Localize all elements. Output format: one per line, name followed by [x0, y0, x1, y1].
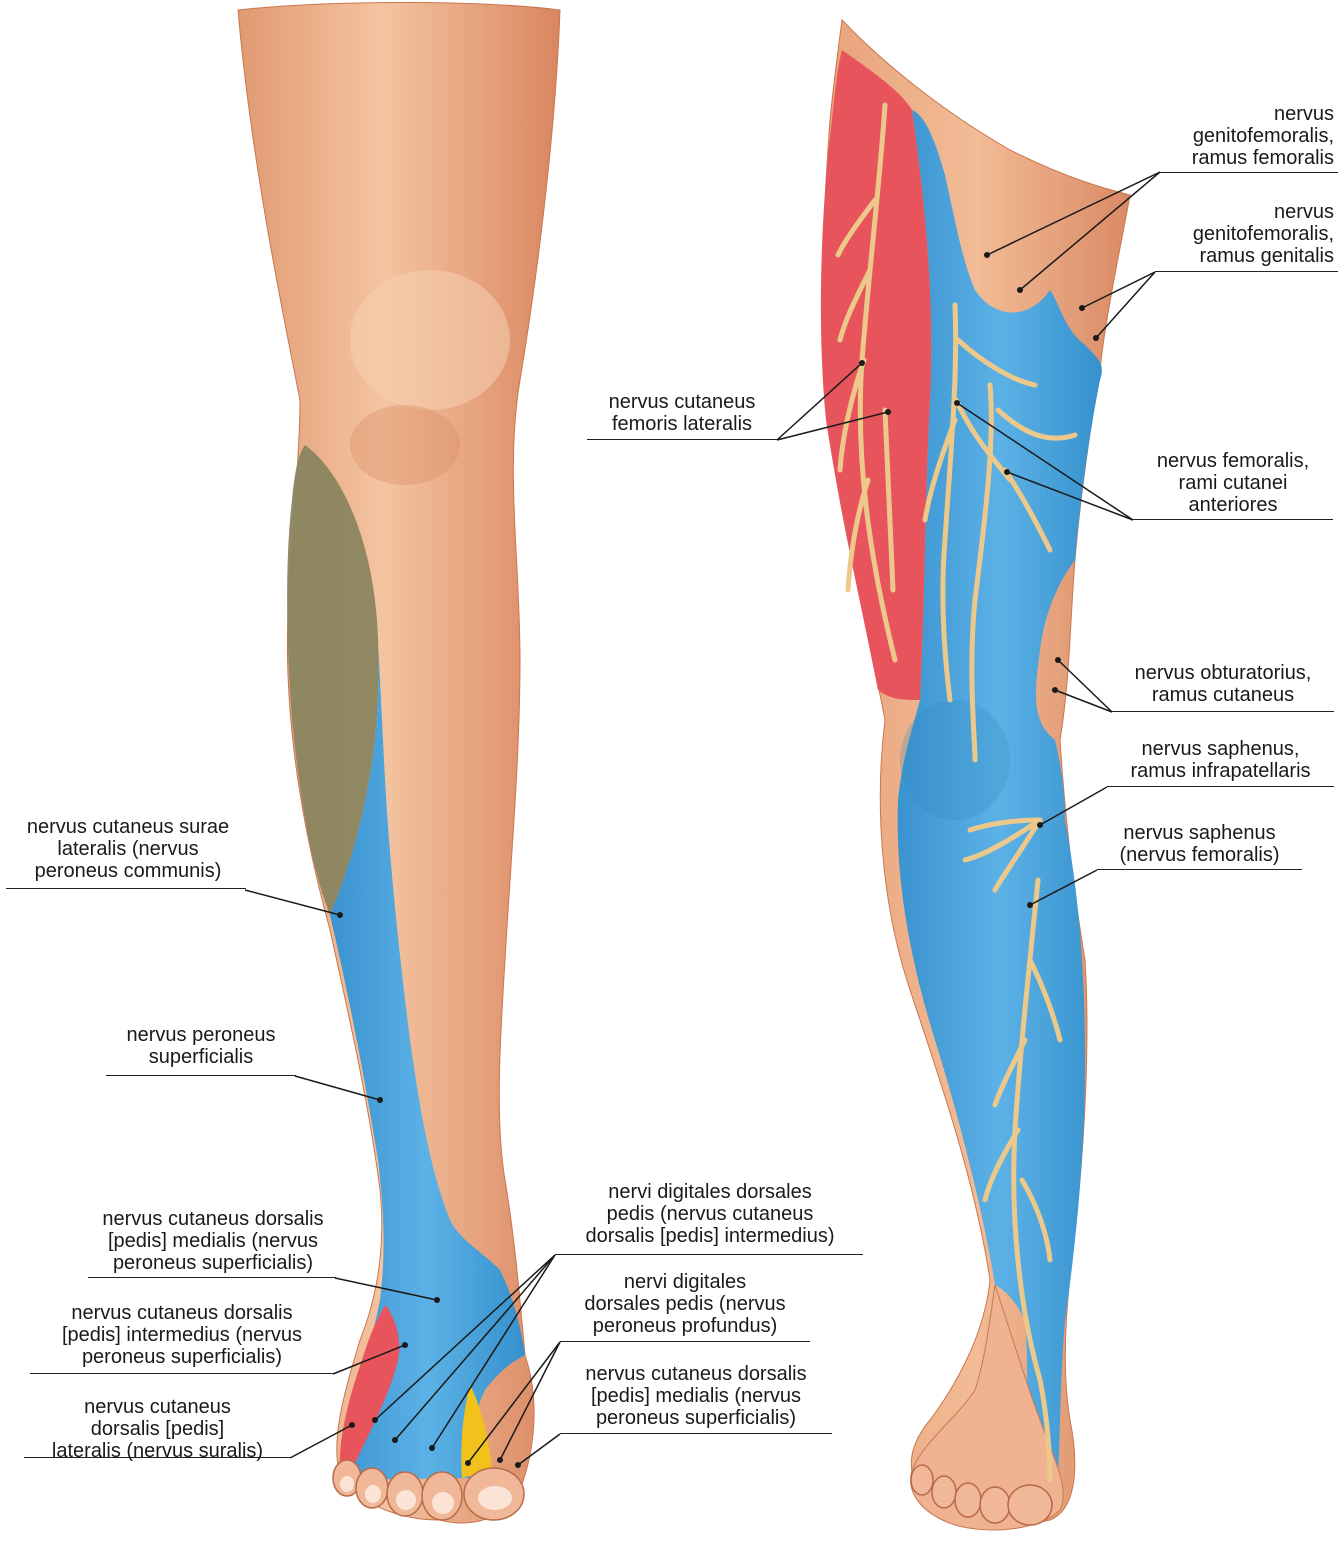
label-cutaneus-dorsalis-medialis-right: nervus cutaneus dorsalis [pedis] mediali… — [560, 1363, 832, 1429]
label-saphenus-infrapatellaris: nervus saphenus, ramus infrapatellaris — [1107, 738, 1334, 782]
label-digitales-profundus: nervi digitales dorsales pedis (nervus p… — [560, 1271, 810, 1337]
underline-cut-dors-med-left — [88, 1277, 336, 1278]
underline-peroneus-superf — [106, 1075, 296, 1076]
label-digitales-intermedius: nervi digitales dorsales pedis (nervus c… — [555, 1181, 865, 1247]
underline-cut-surae-lat — [6, 888, 246, 889]
label-cutaneus-dorsalis-lateralis: nervus cutaneus dorsalis [pedis] lateral… — [24, 1396, 291, 1462]
label-cutaneus-dorsalis-intermedius: nervus cutaneus dorsalis [pedis] interme… — [30, 1302, 334, 1368]
label-saphenus-femoralis: nervus saphenus (nervus femoralis) — [1097, 822, 1302, 866]
label-femoralis-rami-cutanei: nervus femoralis, rami cutanei anteriore… — [1133, 450, 1333, 516]
right-knee-shade — [900, 700, 1010, 820]
underline-saphenus-infra — [1107, 786, 1334, 787]
label-obturatorius-cutaneus: nervus obturatorius, ramus cutaneus — [1112, 662, 1334, 706]
label-cutaneus-surae-lateralis: nervus cutaneus surae lateralis (nervus … — [8, 816, 248, 882]
left-knee-highlight — [350, 270, 510, 410]
underline-femoralis-rami — [1133, 519, 1333, 520]
underline-genito-fem — [1160, 172, 1338, 173]
underline-genito-gen — [1155, 271, 1338, 272]
underline-cut-fem-lat — [587, 439, 777, 440]
underline-saphenus-fem — [1097, 869, 1302, 870]
underline-obturatorius — [1112, 711, 1334, 712]
label-peroneus-superficialis: nervus peroneus superficialis — [106, 1024, 296, 1068]
underline-digitales-interm — [555, 1254, 863, 1255]
label-genitofemoralis-femoralis: nervus genitofemoralis, ramus femoralis — [1150, 103, 1334, 169]
underline-cut-dors-interm — [30, 1373, 334, 1374]
underline-digitales-prof — [560, 1341, 810, 1342]
label-cutaneus-femoris-lateralis: nervus cutaneus femoris lateralis — [587, 391, 777, 435]
label-cutaneus-dorsalis-medialis-left: nervus cutaneus dorsalis [pedis] mediali… — [88, 1208, 338, 1274]
label-genitofemoralis-genitalis: nervus genitofemoralis, ramus genitalis — [1150, 201, 1334, 267]
right-leg — [821, 20, 1130, 1530]
underline-cut-dors-med-right — [560, 1433, 832, 1434]
zone-cutaneus-femoris-lateralis — [821, 50, 931, 700]
left-knee-shadow — [350, 405, 460, 485]
